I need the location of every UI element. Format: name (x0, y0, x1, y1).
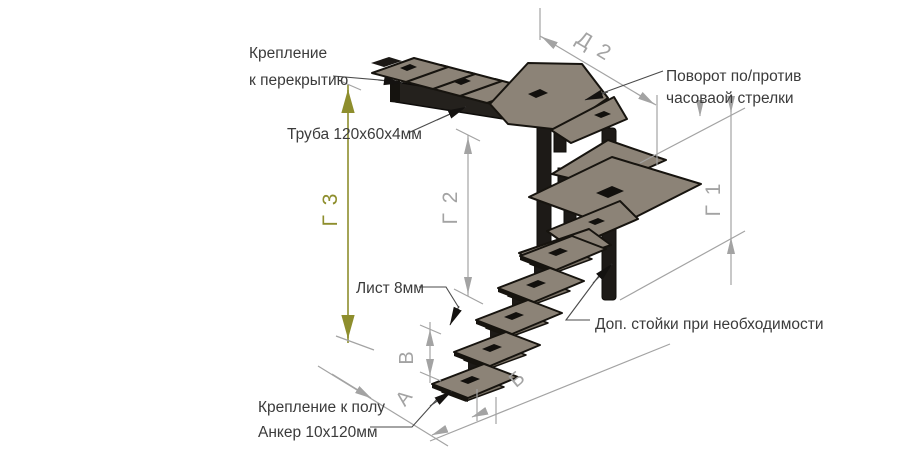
ceiling-mount-label-line1: Крепление (249, 45, 327, 62)
anchor-label: Анкер 10х120мм (258, 424, 378, 441)
stringer-end-cap (390, 80, 400, 103)
dim-label-g3: Г 3 (319, 192, 342, 227)
sheet-label: Лист 8мм (356, 280, 424, 297)
dimension-lines (317, 8, 746, 447)
turn-label-line2: часоваой стрелки (666, 90, 794, 107)
corner-tread (489, 62, 609, 131)
tube-label: Труба 120х60х4мм (287, 126, 422, 143)
extra-posts-label: Доп. стойки при необходимости (595, 316, 823, 333)
floor-mount-label: Крепление к полу (258, 399, 385, 416)
dim-label-a: А (391, 386, 417, 411)
lower-flight-treads (431, 235, 607, 402)
dim-label-d2: Д 2 (572, 27, 616, 66)
dim-label-g2: Г 2 (439, 190, 462, 225)
staircase-drawing (371, 57, 702, 402)
ceiling-mount-label-line2: к перекрытию (249, 72, 348, 89)
turn-label-line1: Поворот по/против (666, 68, 801, 85)
ceiling-mount-plate (371, 57, 402, 67)
dim-label-g1: Г 1 (702, 182, 725, 217)
dim-label-v: В (396, 351, 418, 364)
labels: Крепление к перекрытию Труба 120х60х4мм … (249, 27, 823, 441)
leader-lines (332, 70, 664, 428)
dim-label-b: Б (505, 367, 529, 392)
